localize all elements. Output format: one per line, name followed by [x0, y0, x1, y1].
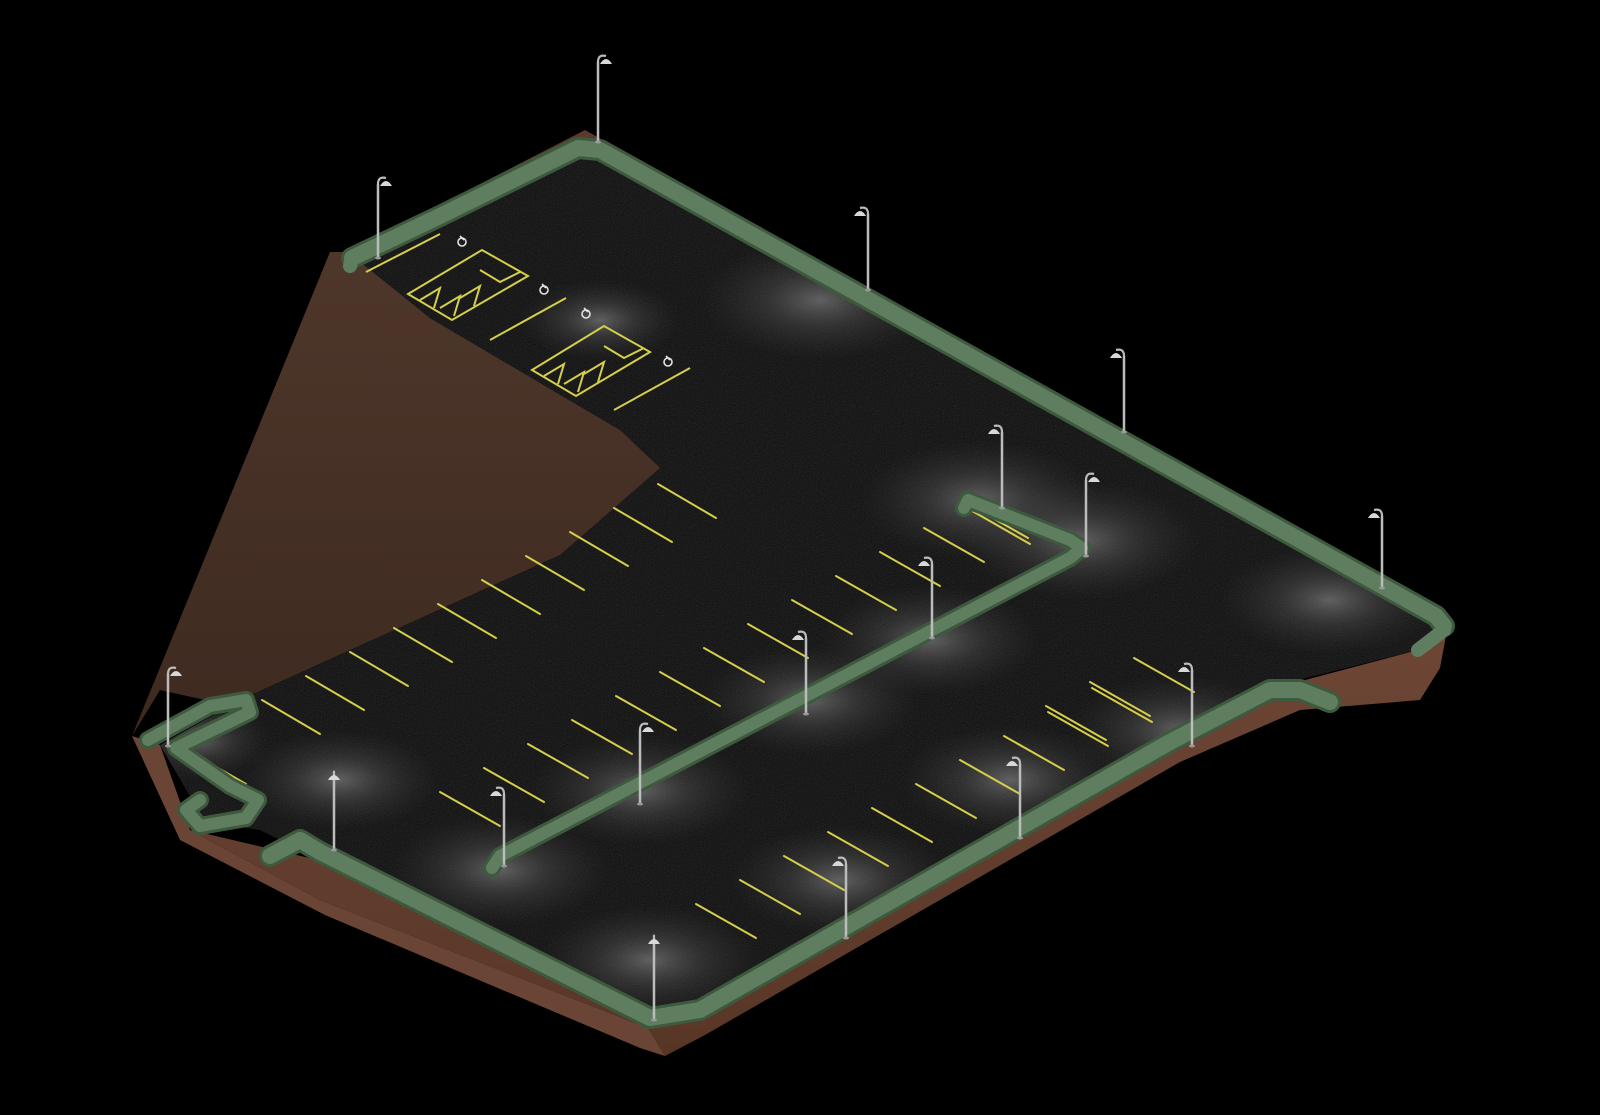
parking-stripe: [527, 743, 589, 779]
street-lamp-icon: [1006, 756, 1023, 840]
parking-stripe: [1003, 735, 1065, 771]
accessible-parking-symbol-icon: [663, 355, 673, 367]
street-lamp-icon: [165, 666, 182, 748]
parking-stripe: [959, 759, 1021, 795]
accessible-parking-symbol-icon: [581, 307, 591, 319]
street-lamp-icon: [490, 786, 507, 868]
parking-stripe: [835, 575, 897, 611]
soil-side-left: [132, 736, 665, 1056]
street-lamp-icon: [1178, 662, 1195, 748]
asphalt-surface: [160, 138, 1440, 1020]
hatch-box-1: [406, 248, 531, 322]
street-lamp-icon: [854, 206, 871, 292]
parking-stripe: [1089, 681, 1151, 717]
light-pool: [520, 280, 680, 360]
parking-stripe: [791, 599, 853, 635]
parking-stripe: [657, 483, 717, 519]
parking-stripe: [571, 719, 633, 755]
curb-top-left: [343, 251, 359, 273]
parking-stripe: [525, 555, 585, 591]
parking-stripe: [659, 671, 721, 707]
parking-stripe: [483, 767, 545, 803]
accessible-parking-symbol-icon: [539, 283, 549, 295]
parking-stripe: [613, 507, 673, 543]
street-lamp-icon: [792, 630, 809, 716]
parking-stripe: [915, 783, 977, 819]
parking-stripe: [439, 791, 501, 827]
parking-stripe: [923, 527, 985, 563]
parking-stripe: [1133, 657, 1195, 693]
ground-slab: [132, 130, 1450, 1056]
parking-stripe: [1045, 705, 1107, 741]
parking-stripe: [879, 551, 941, 587]
parking-stripe: [481, 579, 541, 615]
street-lamp-icon: [832, 856, 849, 940]
parking-stripe: [393, 627, 453, 663]
street-lamp-icon: [988, 424, 1005, 510]
parking-stripe: [261, 699, 321, 735]
street-lamp-icon: [1368, 508, 1385, 590]
parking-stripes: [175, 483, 1195, 939]
parking-stripe: [739, 879, 801, 915]
parking-stripe: [703, 647, 765, 683]
street-lamp-icon: [328, 770, 340, 852]
parking-stripe: [827, 831, 889, 867]
street-lamp-icon: [918, 556, 935, 640]
street-lamp-icon: [375, 176, 392, 260]
curb-right-corner: [1411, 623, 1451, 657]
parking-stripe: [747, 623, 809, 659]
street-lamp-icon: [1083, 472, 1100, 558]
hatch-box-2: [530, 324, 652, 398]
parking-stripe: [615, 695, 677, 731]
parking-stripe: [1047, 711, 1109, 747]
parking-stripe: [349, 651, 409, 687]
parking-stripe: [871, 807, 933, 843]
light-pool: [700, 240, 940, 360]
street-lamp-icon: [637, 722, 654, 806]
street-lamp-icon: [648, 934, 660, 1022]
street-lamp-icon: [595, 54, 612, 144]
parking-stripe: [305, 675, 365, 711]
parking-stripe: [437, 603, 497, 639]
accessible-spaces: [365, 233, 691, 411]
street-lamps: [165, 54, 1385, 1022]
parking-stripe: [783, 855, 845, 891]
parking-stripe: [695, 903, 757, 939]
soil-field: [132, 252, 668, 736]
accessible-parking-symbol-icon: [457, 235, 467, 247]
parking-stripe: [1091, 687, 1153, 723]
street-lamp-icon: [1110, 348, 1127, 434]
grass-curbs: [139, 137, 1455, 1029]
accessible-parking-symbols: [457, 235, 673, 367]
parking-stripe: [569, 531, 629, 567]
